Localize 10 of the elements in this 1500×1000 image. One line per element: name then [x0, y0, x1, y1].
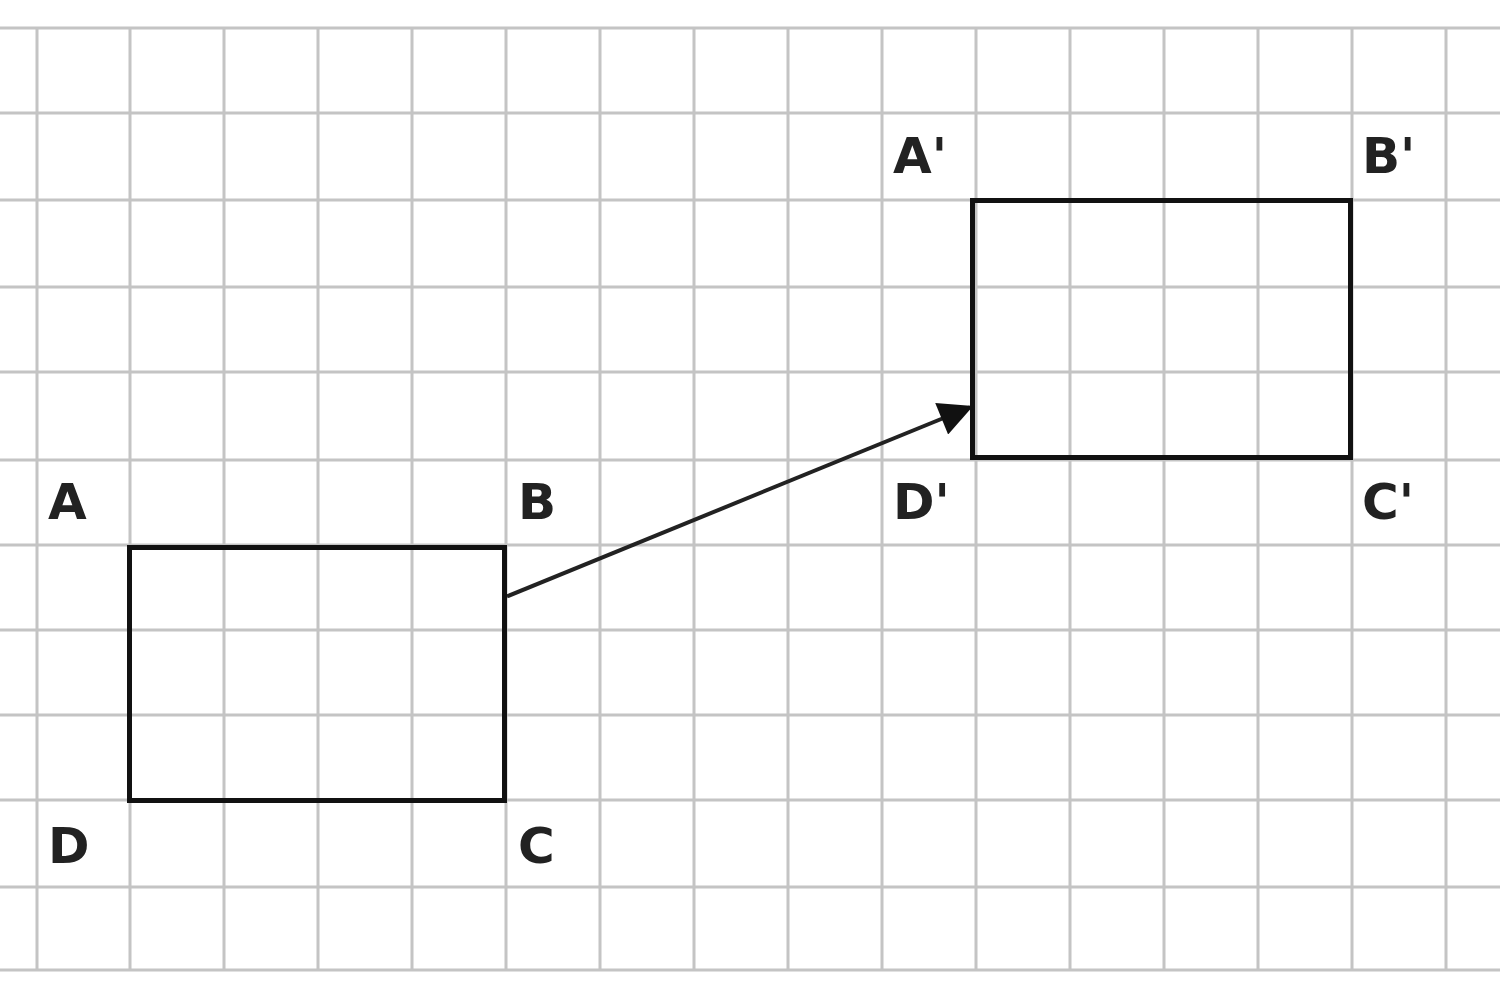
vertex-label: D — [48, 818, 90, 874]
vertex-label: A — [48, 474, 87, 530]
vertex-label: C' — [1362, 474, 1414, 530]
vertex-label: C — [518, 818, 555, 874]
vertex-label: B' — [1362, 128, 1416, 184]
rectangle — [970, 198, 1353, 460]
vertex-label: D' — [893, 474, 950, 530]
vertex-label: A' — [893, 128, 947, 184]
vertex-label: B — [518, 474, 557, 530]
rectangle — [127, 545, 507, 803]
